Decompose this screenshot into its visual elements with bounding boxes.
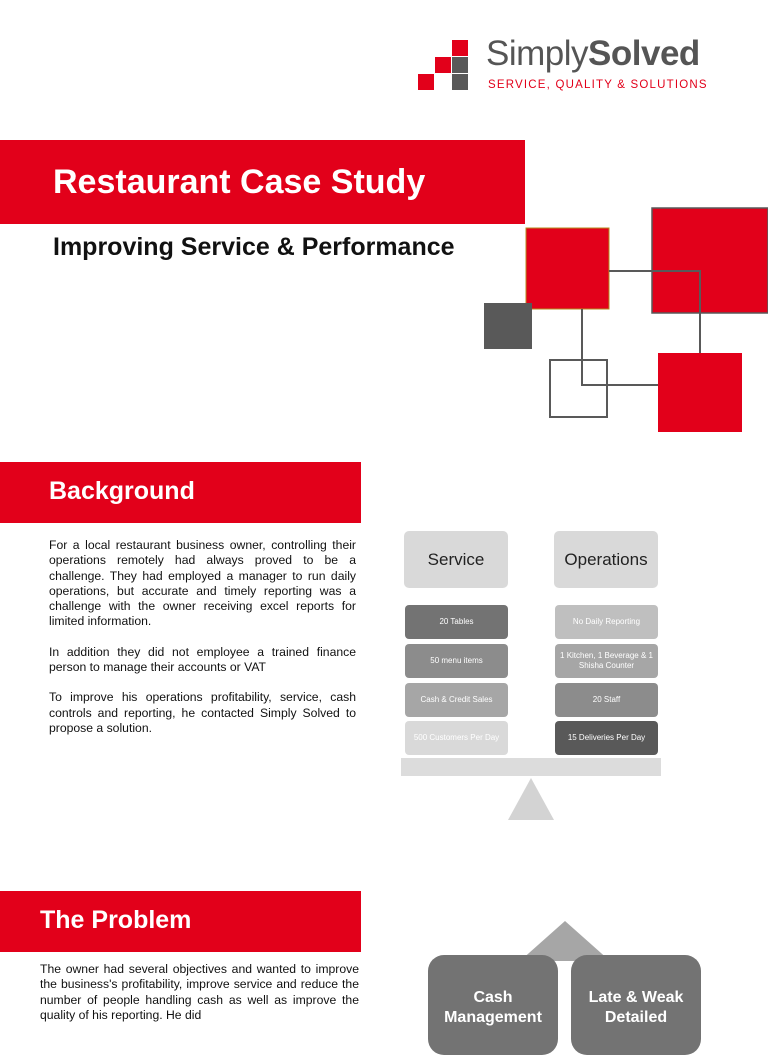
deco-square-bottom	[658, 353, 742, 432]
problem-header-band	[0, 891, 361, 952]
logo-name-light: Simply	[486, 34, 589, 73]
service-item: 50 menu items	[405, 644, 508, 678]
page-title: Restaurant Case Study	[53, 163, 426, 201]
background-paragraph: In addition they did not employee a trai…	[49, 644, 356, 675]
deco-square-medium	[525, 227, 610, 310]
balance-fulcrum	[508, 778, 554, 820]
deco-square-gray	[484, 303, 532, 349]
operations-item: 15 Deliveries Per Day	[555, 721, 658, 755]
operations-item: No Daily Reporting	[555, 605, 658, 639]
logo-wordmark: SimplySolved	[486, 34, 700, 74]
problem-text: The owner had several objectives and wan…	[40, 962, 359, 1022]
deco-connector-2	[609, 270, 701, 353]
background-paragraph: To improve his operations profitability,…	[49, 690, 356, 735]
service-item: Cash & Credit Sales	[405, 683, 508, 717]
decorative-squares	[484, 207, 768, 432]
pillar-roof	[520, 921, 610, 961]
service-heading: Service	[427, 549, 485, 569]
background-heading: Background	[49, 477, 195, 505]
pillar-late-weak: Late & Weak Detailed	[571, 955, 701, 1055]
deco-square-large	[651, 207, 768, 314]
page-subtitle: Improving Service & Performance	[53, 233, 455, 261]
background-paragraph: For a local restaurant business owner, c…	[49, 538, 356, 629]
deco-square-outline	[549, 359, 608, 418]
balance-beam	[401, 758, 661, 776]
title-band	[0, 140, 525, 224]
service-item: 20 Tables	[405, 605, 508, 639]
pillar-cash-management: Cash Management	[428, 955, 558, 1055]
background-text: For a local restaurant business owner, c…	[49, 538, 356, 751]
deco-connector-1	[581, 309, 658, 386]
problem-heading: The Problem	[40, 906, 192, 934]
logo-name-bold: Solved	[588, 34, 700, 73]
operations-heading-box: Operations	[554, 531, 658, 588]
background-header-band	[0, 462, 361, 523]
operations-heading: Operations	[564, 549, 648, 569]
operations-item: 1 Kitchen, 1 Beverage & 1 Shisha Counter	[555, 644, 658, 678]
operations-item: 20 Staff	[555, 683, 658, 717]
logo-mark	[418, 40, 468, 90]
service-item: 500 Customers Per Day	[405, 721, 508, 755]
logo-tagline: SERVICE, QUALITY & SOLUTIONS	[488, 79, 708, 91]
service-heading-box: Service	[404, 531, 508, 588]
